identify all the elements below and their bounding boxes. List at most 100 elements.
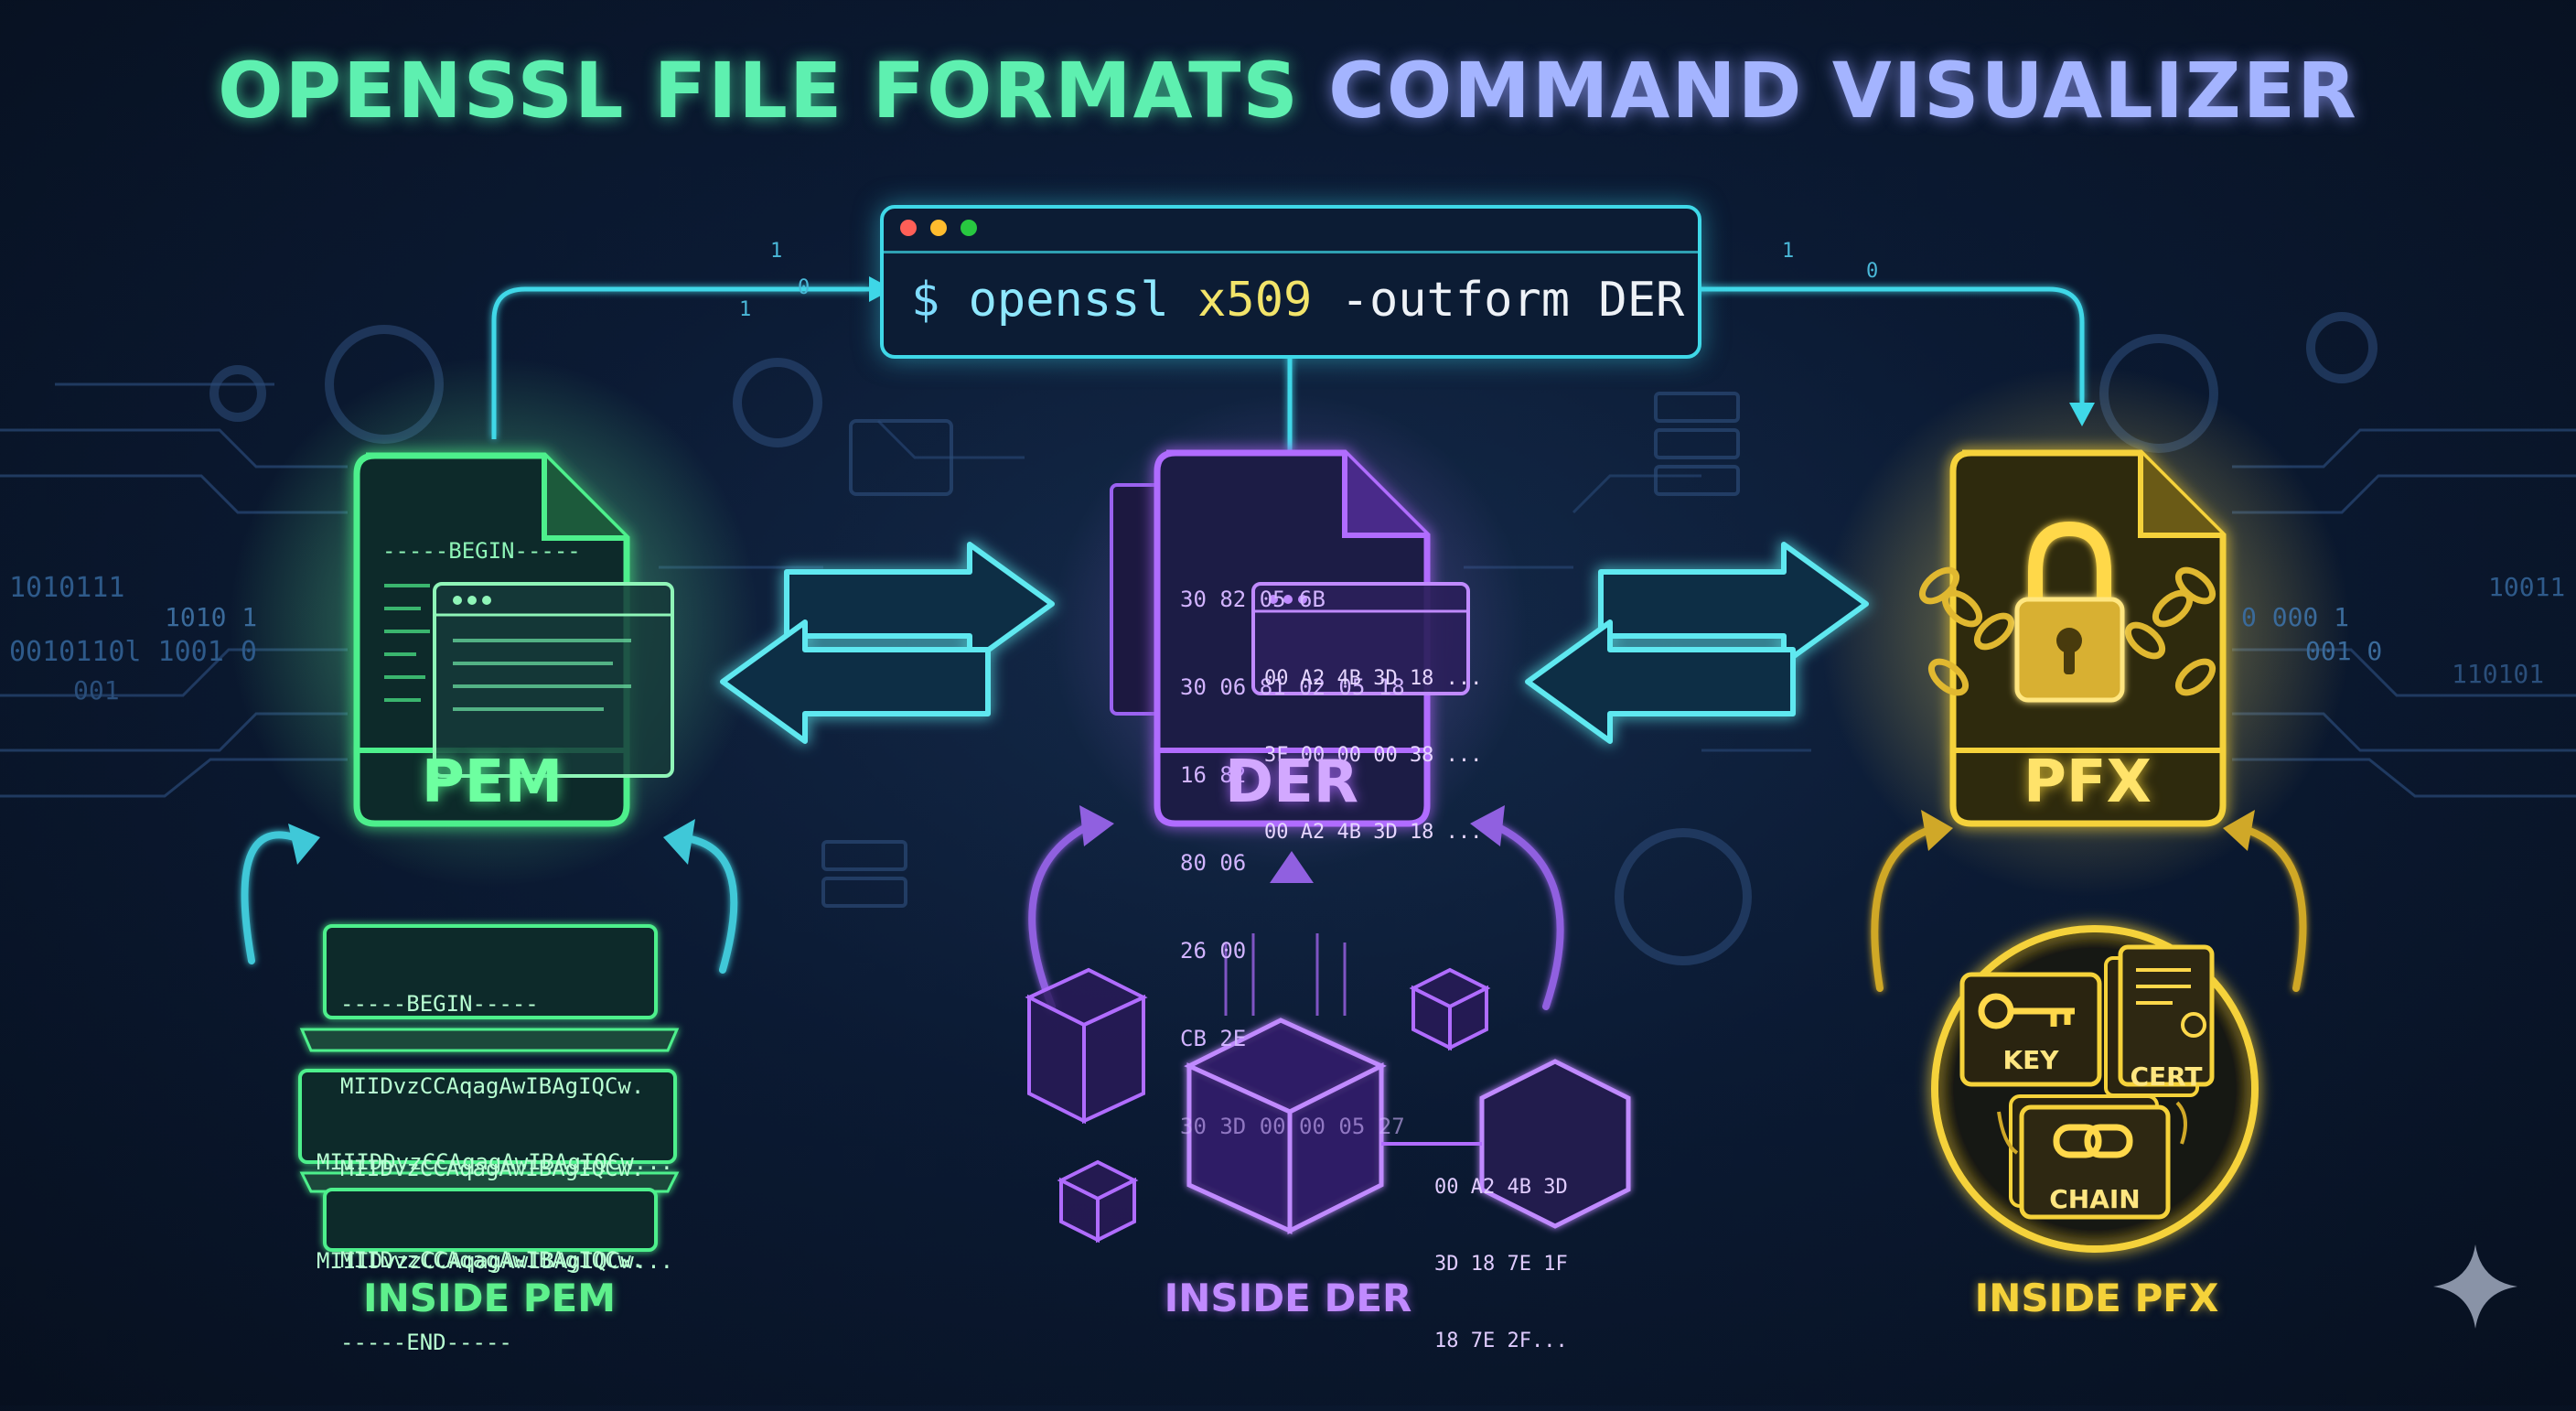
pem-text-lines bbox=[384, 584, 430, 702]
pem-inside-line: MIIIDDvzCCAqagAwIBAgIQCw... bbox=[317, 1149, 674, 1175]
der-popup-row: 00 A2 4B 3D 18 ... bbox=[1264, 667, 1483, 690]
der-window-overlay bbox=[1251, 582, 1470, 695]
padlock-icon bbox=[2014, 521, 2125, 703]
command-connectors bbox=[491, 286, 2085, 453]
pfx-chain-label: CHAIN bbox=[2049, 1184, 2141, 1214]
binary-top-4: 1 bbox=[1782, 240, 1795, 263]
pem-inside-block-1: -----BEGIN----- MIIDvzCCAqagAwIBAgIQCw. … bbox=[340, 935, 644, 1237]
command-word-openssl: openssl bbox=[968, 273, 1169, 328]
der-hex-row: 26 00 bbox=[1180, 938, 1247, 964]
pem-inside-block-3: MIIDvzCCAqagAwIBAgIQCw. -----END----- bbox=[340, 1191, 644, 1411]
pem-cycle-arrowhead-left bbox=[288, 824, 320, 865]
page-title: OPENSSL FILE FORMATS COMMAND VISUALIZER bbox=[0, 46, 2576, 135]
binary-left-2: 1010 1 bbox=[165, 602, 258, 632]
binary-top-2: 0 bbox=[798, 276, 810, 299]
pem-window-overlay bbox=[433, 582, 674, 778]
der-hex-row: 80 06 bbox=[1180, 850, 1247, 876]
der-cube-center bbox=[1184, 1018, 1387, 1235]
command-line: $ openssl x509 -outform DER bbox=[911, 273, 1684, 328]
inside-der-label: INSIDE DER bbox=[1164, 1276, 1412, 1320]
der-hex-line: 18 7E 2F... bbox=[1434, 1330, 1568, 1352]
binary-right-3: 001 0 bbox=[2305, 636, 2383, 666]
pfx-key-label: KEY bbox=[2002, 1045, 2059, 1075]
pfx-chain-card bbox=[2009, 1094, 2171, 1220]
der-cube-small-top bbox=[1409, 967, 1491, 1051]
der-cube-small-bottom bbox=[1057, 1159, 1139, 1244]
binary-right-4: 110101 bbox=[2452, 659, 2545, 689]
command-window: $ openssl x509 -outform DER bbox=[880, 205, 1701, 359]
pfx-cycle-arrowhead-left bbox=[1921, 810, 1953, 851]
der-cycle-arrows bbox=[1028, 820, 1564, 1010]
der-data-stream bbox=[1224, 933, 1347, 1016]
binary-top-5: 0 bbox=[1866, 260, 1879, 283]
der-hex-line: 3D 18 7E 1F bbox=[1434, 1253, 1568, 1276]
der-up-arrowhead bbox=[1270, 851, 1314, 883]
pem-file-begin: -----BEGIN----- bbox=[382, 538, 581, 564]
server-rack-icon bbox=[821, 392, 1740, 908]
pfx-cycle-arrows bbox=[1871, 824, 2307, 992]
binary-top-3: 1 bbox=[739, 298, 752, 321]
der-hex-row: 30 82 05 6B bbox=[1180, 587, 1326, 612]
der-hex-block: 00 A2 4B 3D 3D 18 7E 1F 18 7E 2F... bbox=[1434, 1124, 1568, 1406]
arrows-der-pfx bbox=[1525, 542, 1869, 744]
pem-label: PEM bbox=[421, 749, 564, 816]
der-hex-line: 00 A2 4B 3D bbox=[1434, 1176, 1568, 1199]
command-prompt: $ bbox=[911, 273, 940, 328]
der-hexagon bbox=[1479, 1059, 1631, 1229]
der-popup-hex: 00 A2 4B 3D 18 ... 3F 00 00 00 38 ... 00… bbox=[1264, 615, 1482, 897]
binary-left-4: 001 bbox=[73, 675, 120, 706]
sparkle-icon bbox=[2433, 1244, 2517, 1329]
der-cycle-arrowhead-right bbox=[1470, 805, 1505, 846]
der-cube-left bbox=[1025, 967, 1148, 1125]
title-part-1: OPENSSL FILE FORMATS bbox=[218, 46, 1300, 135]
connector-arrowhead-right bbox=[2069, 403, 2095, 426]
pfx-key-card bbox=[1959, 972, 2102, 1087]
pem-inside-begin: -----BEGIN----- bbox=[340, 991, 539, 1017]
arrows-pem-der bbox=[720, 542, 1055, 744]
der-hex-row: 30 06 81 02 05 18 bbox=[1180, 674, 1405, 700]
command-divider bbox=[884, 251, 1698, 253]
command-word-outform: -outform DER bbox=[1340, 273, 1685, 328]
binary-right-2: 0 000 1 bbox=[2241, 602, 2350, 632]
pfx-inner-arrows bbox=[1997, 1101, 2187, 1155]
der-popup-row: 3F 00 00 00 38 ... bbox=[1264, 744, 1483, 767]
close-dot-icon bbox=[900, 220, 917, 236]
pem-inside-line: MIIDvzCCAqagAwIBAgIQCw. bbox=[340, 1073, 645, 1099]
binary-left-3: 0010110l 1001 0 bbox=[9, 636, 257, 668]
der-hex-row: CB 2E bbox=[1180, 1026, 1247, 1051]
der-file-hex: 30 82 05 6B 30 06 81 02 05 18 16 82 80 0… bbox=[1180, 526, 1405, 1200]
pem-inside-line: MIIIDvzzCCAqagAwIBAgIQCw... bbox=[317, 1248, 674, 1274]
pfx-cert-label: CERT bbox=[2130, 1061, 2203, 1092]
key-icon bbox=[1978, 993, 2075, 1029]
binary-left-1: 1010111 bbox=[9, 572, 125, 604]
der-cycle-arrowhead-left bbox=[1079, 805, 1114, 846]
link-icon bbox=[2053, 1124, 2133, 1158]
window-controls bbox=[900, 220, 986, 240]
inside-pem-label: INSIDE PEM bbox=[362, 1276, 617, 1320]
der-hex-row: 30 3D 00 00 05 27 bbox=[1180, 1114, 1405, 1139]
pem-cycle-arrows bbox=[241, 831, 738, 974]
der-popup-row: 00 A2 4B 3D 18 ... bbox=[1264, 821, 1483, 844]
pfx-cycle-arrowhead-right bbox=[2223, 810, 2255, 851]
pfx-label: PFX bbox=[2023, 749, 2152, 816]
binary-top-1: 1 bbox=[770, 240, 783, 263]
pem-cycle-arrowhead-right bbox=[663, 819, 695, 865]
minimize-dot-icon bbox=[930, 220, 948, 236]
pem-inside-stack bbox=[298, 924, 680, 1252]
pem-inside-line: MIIDvzCCAqagAwIBAgIQCw. bbox=[340, 1156, 645, 1181]
pem-inside-line: MIIDvzCCAqagAwIBAgIQCw. bbox=[340, 1247, 645, 1273]
inside-pfx-label: INSIDE PFX bbox=[1974, 1276, 2219, 1320]
der-hex-row: 16 82 bbox=[1180, 762, 1247, 788]
pem-inside-block-2: MIIIDDvzCCAqagAwIBAgIQCw... MIIIDvzzCCAq… bbox=[317, 1080, 673, 1343]
chain-icon bbox=[1918, 566, 2216, 696]
binary-right-1: 10011 bbox=[2488, 572, 2566, 602]
der-label: DER bbox=[1224, 749, 1359, 816]
command-word-x509: x509 bbox=[1197, 273, 1313, 328]
title-part-2: COMMAND VISUALIZER bbox=[1328, 46, 2358, 135]
certificate-icon bbox=[2136, 968, 2206, 1038]
pfx-cert-card bbox=[2104, 944, 2215, 1097]
pem-inside-end: -----END----- bbox=[340, 1330, 512, 1355]
maximize-dot-icon bbox=[961, 220, 978, 236]
